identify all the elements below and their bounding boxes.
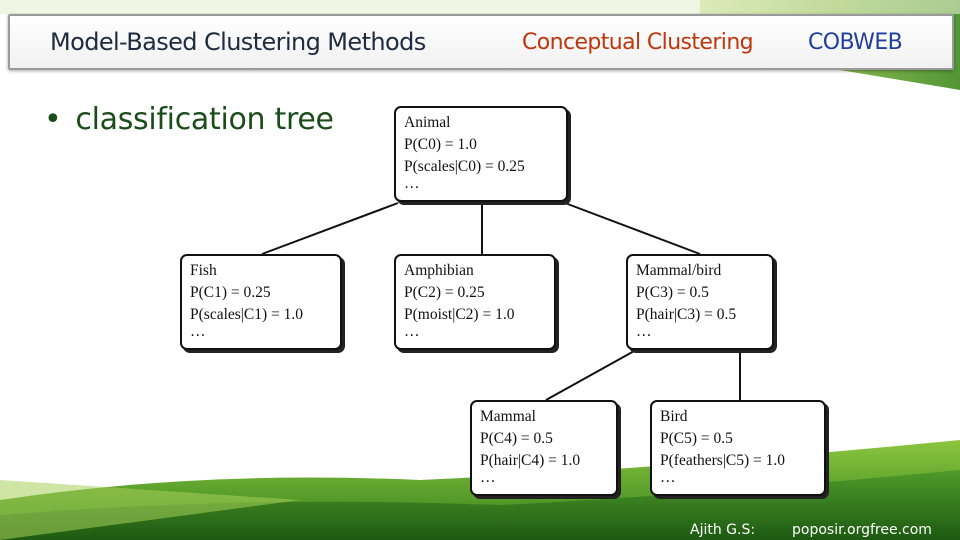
- node-animal-line-2: P(C0) = 1.0: [404, 136, 477, 153]
- node-mammal-line-4: …: [480, 469, 496, 486]
- node-mammal-line-2: P(C4) = 0.5: [480, 430, 553, 447]
- slide-subtitle: Conceptual Clustering: [522, 30, 754, 55]
- node-bird-line-3: P(feathers|C5) = 1.0: [660, 452, 786, 469]
- node-amphibian-line-2: P(C2) = 0.25: [404, 284, 485, 301]
- bullet-icon: •: [44, 102, 62, 137]
- node-bird-line-4: …: [660, 469, 676, 486]
- node-mammal-bird: Mammal/bird P(C3) = 0.5 P(hair|C3) = 0.5…: [626, 254, 774, 350]
- bullet-point: • classification tree: [44, 102, 334, 137]
- node-mammal-line-3: P(hair|C4) = 1.0: [480, 452, 581, 469]
- node-mammal-bird-line-2: P(C3) = 0.5: [636, 284, 709, 301]
- footer-site: poposir.orgfree.com: [792, 522, 932, 538]
- node-mammal-bird-line-1: Mammal/bird: [636, 262, 722, 279]
- node-animal-line-1: Animal: [404, 114, 451, 131]
- node-amphibian-line-1: Amphibian: [404, 262, 474, 279]
- node-animal: Animal P(C0) = 1.0 P(scales|C0) = 0.25 …: [394, 106, 568, 202]
- edge-animal-fish: [261, 202, 399, 255]
- node-bird: Bird P(C5) = 0.5 P(feathers|C5) = 1.0 …: [650, 400, 826, 496]
- node-fish-line-2: P(C1) = 0.25: [190, 284, 271, 301]
- title-bar: Model-Based Clustering Methods Conceptua…: [8, 14, 954, 70]
- edge-animal-mammalbird: [564, 202, 701, 255]
- node-animal-line-4: …: [404, 175, 420, 192]
- node-fish: Fish P(C1) = 0.25 P(scales|C1) = 1.0 …: [180, 254, 342, 350]
- node-amphibian-line-3: P(moist|C2) = 1.0: [404, 306, 515, 323]
- bullet-text: classification tree: [75, 102, 334, 137]
- node-bird-line-2: P(C5) = 0.5: [660, 430, 733, 447]
- node-amphibian: Amphibian P(C2) = 0.25 P(moist|C2) = 1.0…: [394, 254, 556, 350]
- slide-topic: COBWEB: [808, 30, 903, 55]
- node-fish-line-1: Fish: [190, 262, 217, 279]
- node-fish-line-4: …: [190, 323, 206, 340]
- node-mammal-bird-line-3: P(hair|C3) = 0.5: [636, 306, 737, 323]
- node-mammal: Mammal P(C4) = 0.5 P(hair|C4) = 1.0 …: [470, 400, 618, 496]
- footer-author: Ajith G.S:: [690, 522, 756, 538]
- node-animal-line-3: P(scales|C0) = 0.25: [404, 158, 525, 175]
- node-mammal-line-1: Mammal: [480, 408, 536, 425]
- node-bird-line-1: Bird: [660, 408, 688, 425]
- edge-mammalbird-mammal: [545, 349, 637, 401]
- node-amphibian-line-4: …: [404, 323, 420, 340]
- node-mammal-bird-line-4: …: [636, 323, 652, 340]
- slide-title: Model-Based Clustering Methods: [50, 28, 426, 56]
- node-fish-line-3: P(scales|C1) = 1.0: [190, 306, 304, 323]
